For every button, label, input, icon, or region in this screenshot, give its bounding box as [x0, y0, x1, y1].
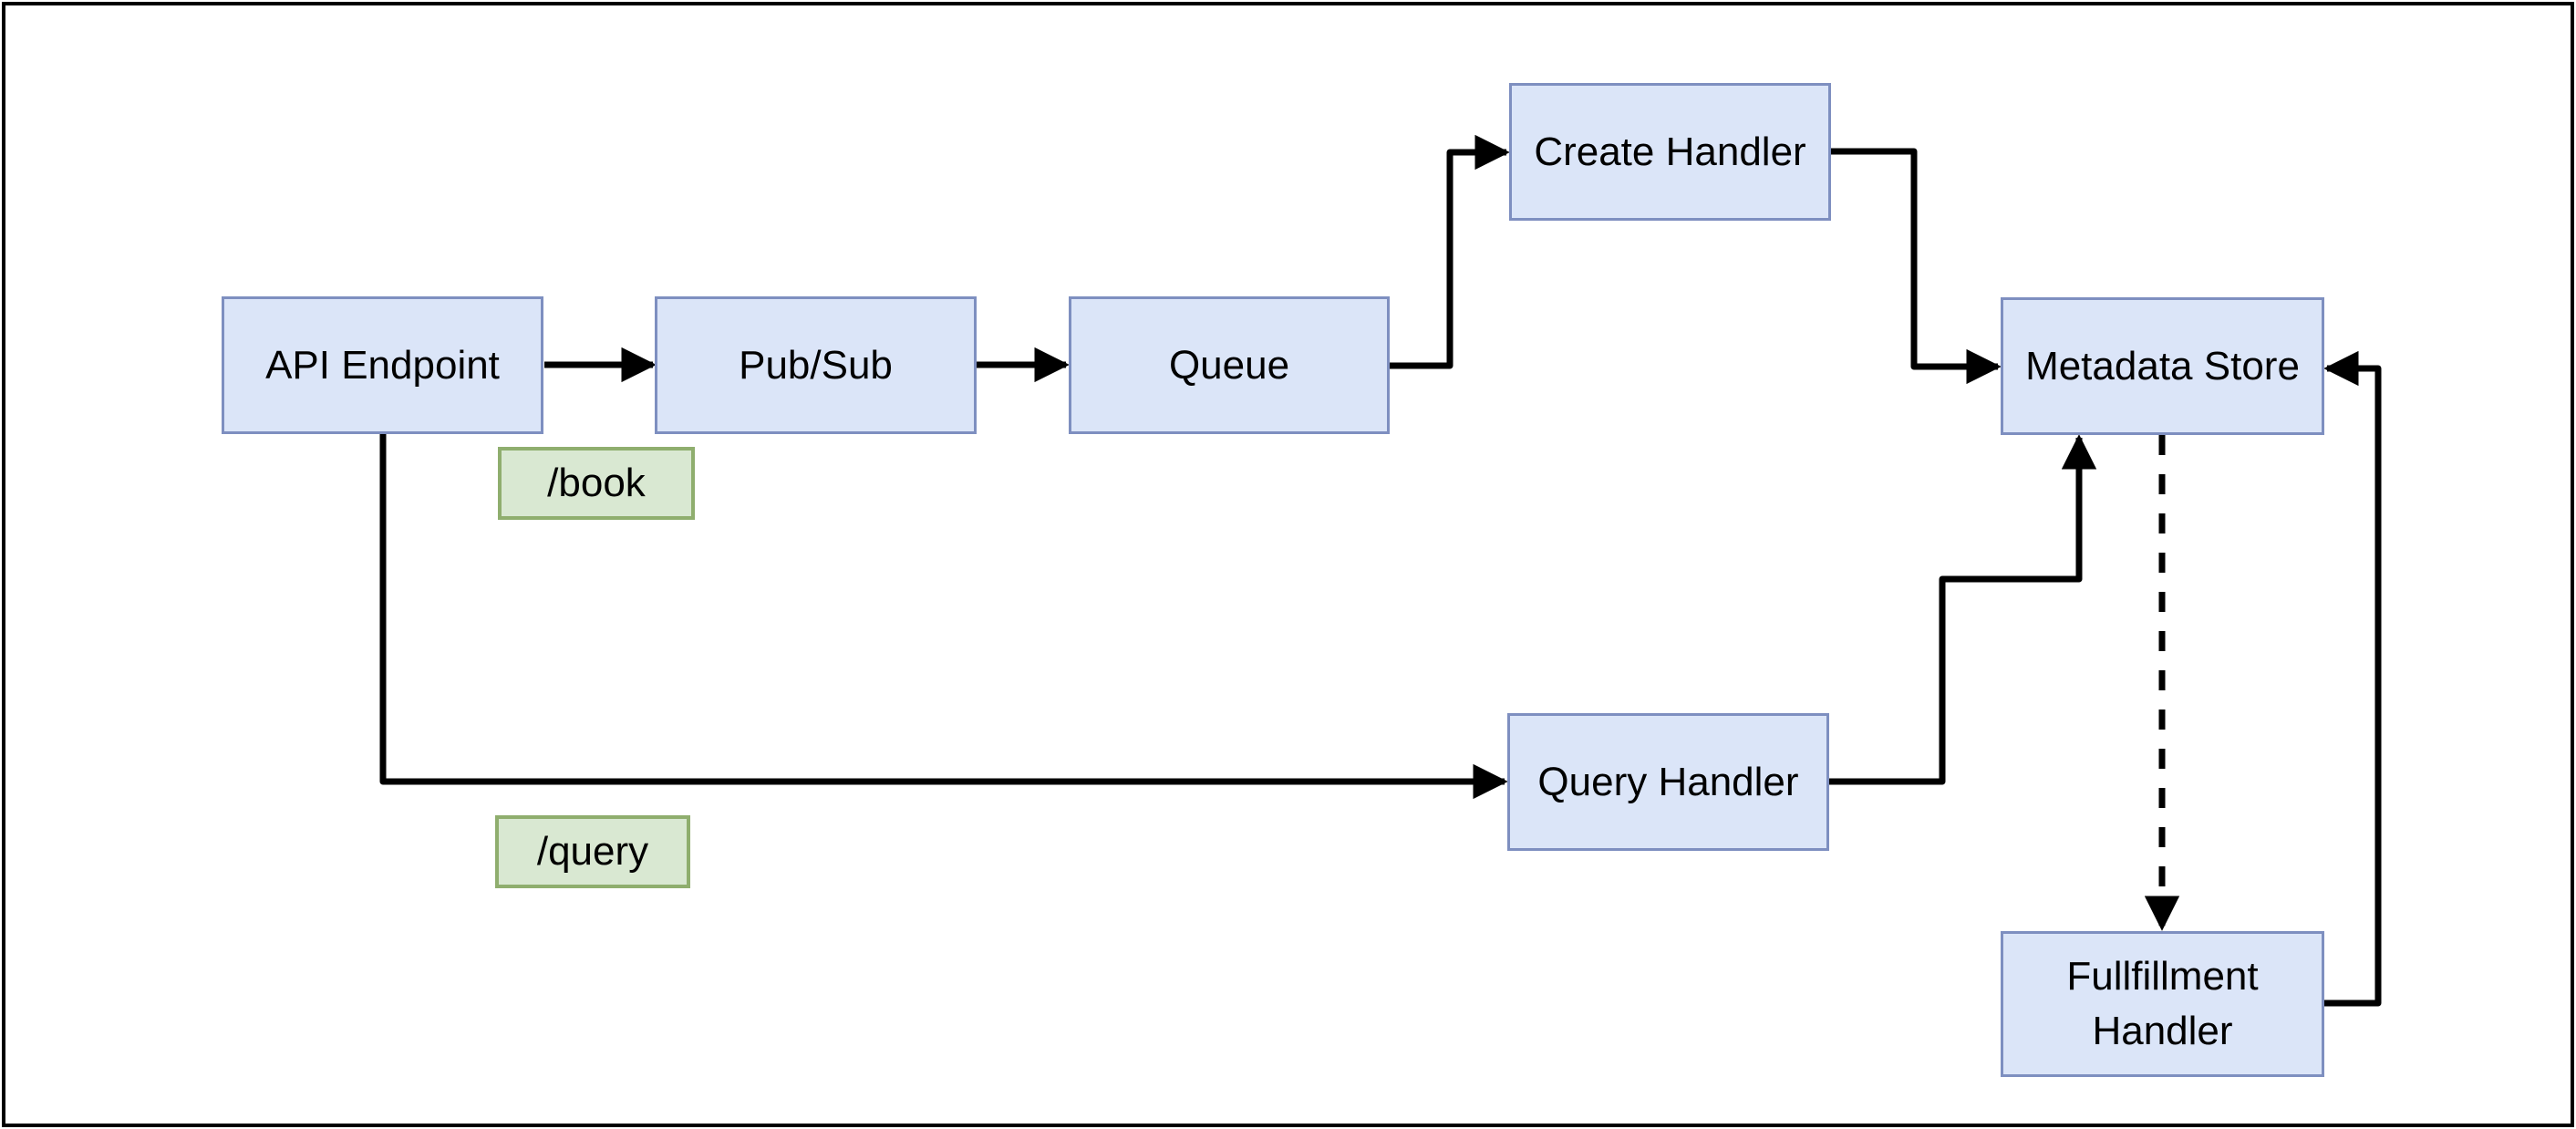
edge-label-text: /query	[536, 829, 649, 874]
node-label: Create Handler	[1534, 129, 1806, 174]
edge-queue-to-create	[1390, 134, 1510, 369]
node-metadata-store[interactable]: Metadata Store	[2001, 297, 2324, 435]
node-fulfillment-handler[interactable]: Fullfillment Handler	[2001, 931, 2324, 1077]
edge-query-to-metadata	[1829, 434, 2097, 785]
node-label: Queue	[1168, 342, 1290, 388]
node-create-handler[interactable]: Create Handler	[1509, 83, 1831, 221]
node-label: Fullfillment Handler	[2066, 954, 2259, 1053]
node-queue[interactable]: Queue	[1069, 296, 1390, 434]
edge-fulfillment-to-metadata	[2323, 350, 2382, 1007]
node-label: API Endpoint	[265, 342, 500, 388]
edge-label-book[interactable]: /book	[498, 447, 695, 520]
node-pub-sub[interactable]: Pub/Sub	[655, 296, 977, 434]
node-label: Pub/Sub	[739, 342, 893, 388]
node-label: Metadata Store	[2025, 343, 2300, 388]
edge-label-text: /book	[547, 461, 646, 505]
edge-label-query[interactable]: /query	[495, 815, 690, 888]
edge-create-to-metadata	[1831, 148, 2002, 385]
node-label: Query Handler	[1537, 759, 1799, 804]
node-query-handler[interactable]: Query Handler	[1507, 713, 1829, 851]
node-api-endpoint[interactable]: API Endpoint	[222, 296, 543, 434]
edge-api-to-query	[379, 434, 1508, 800]
